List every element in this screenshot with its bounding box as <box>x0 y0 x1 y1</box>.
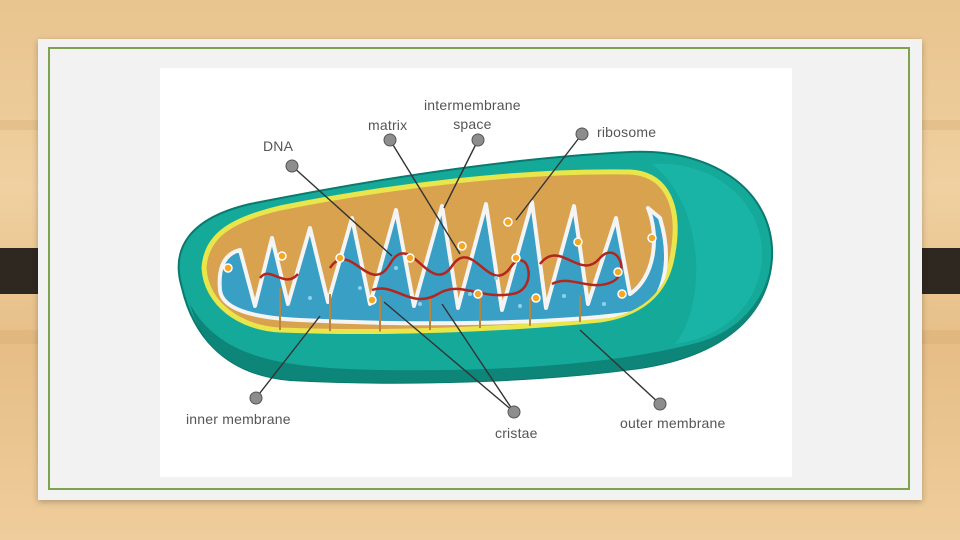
slide-card: DNA matrix intermembrane space ribosome … <box>38 39 922 500</box>
dna-strand <box>258 272 299 281</box>
label-intermembrane-line2: space <box>453 116 492 132</box>
leader-lines <box>255 133 661 413</box>
intermembrane-blocks <box>279 288 581 332</box>
slide-frame <box>48 47 910 490</box>
matrix-particles <box>308 266 606 308</box>
dna-pin <box>285 159 299 173</box>
label-dna: DNA <box>263 138 294 154</box>
intermembrane-pin <box>471 133 485 147</box>
mitochondrion-diagram: DNA matrix intermembrane space ribosome … <box>160 68 792 477</box>
label-outer-membrane: outer membrane <box>620 415 726 431</box>
inner-membrane-pin <box>249 391 263 405</box>
matrix-pin <box>383 133 397 147</box>
matrix-region <box>217 200 668 326</box>
ribosome-dots <box>223 217 657 305</box>
ribosome-pin <box>575 127 589 141</box>
mitochondrion-illustration <box>177 127 774 419</box>
outer-membrane-pin <box>653 397 667 411</box>
label-ribosome: ribosome <box>597 124 657 140</box>
label-matrix: matrix <box>368 117 408 133</box>
label-pins <box>249 127 667 419</box>
label-cristae: cristae <box>495 425 538 441</box>
dna-strand <box>328 252 530 301</box>
label-intermembrane-line1: intermembrane <box>424 97 521 113</box>
outer-membrane-cap <box>652 163 763 344</box>
label-inner-membrane: inner membrane <box>186 411 291 427</box>
dna-strand <box>539 251 623 287</box>
label-intermembrane-space: intermembrane space <box>424 96 521 134</box>
cristae-pin <box>507 405 521 419</box>
